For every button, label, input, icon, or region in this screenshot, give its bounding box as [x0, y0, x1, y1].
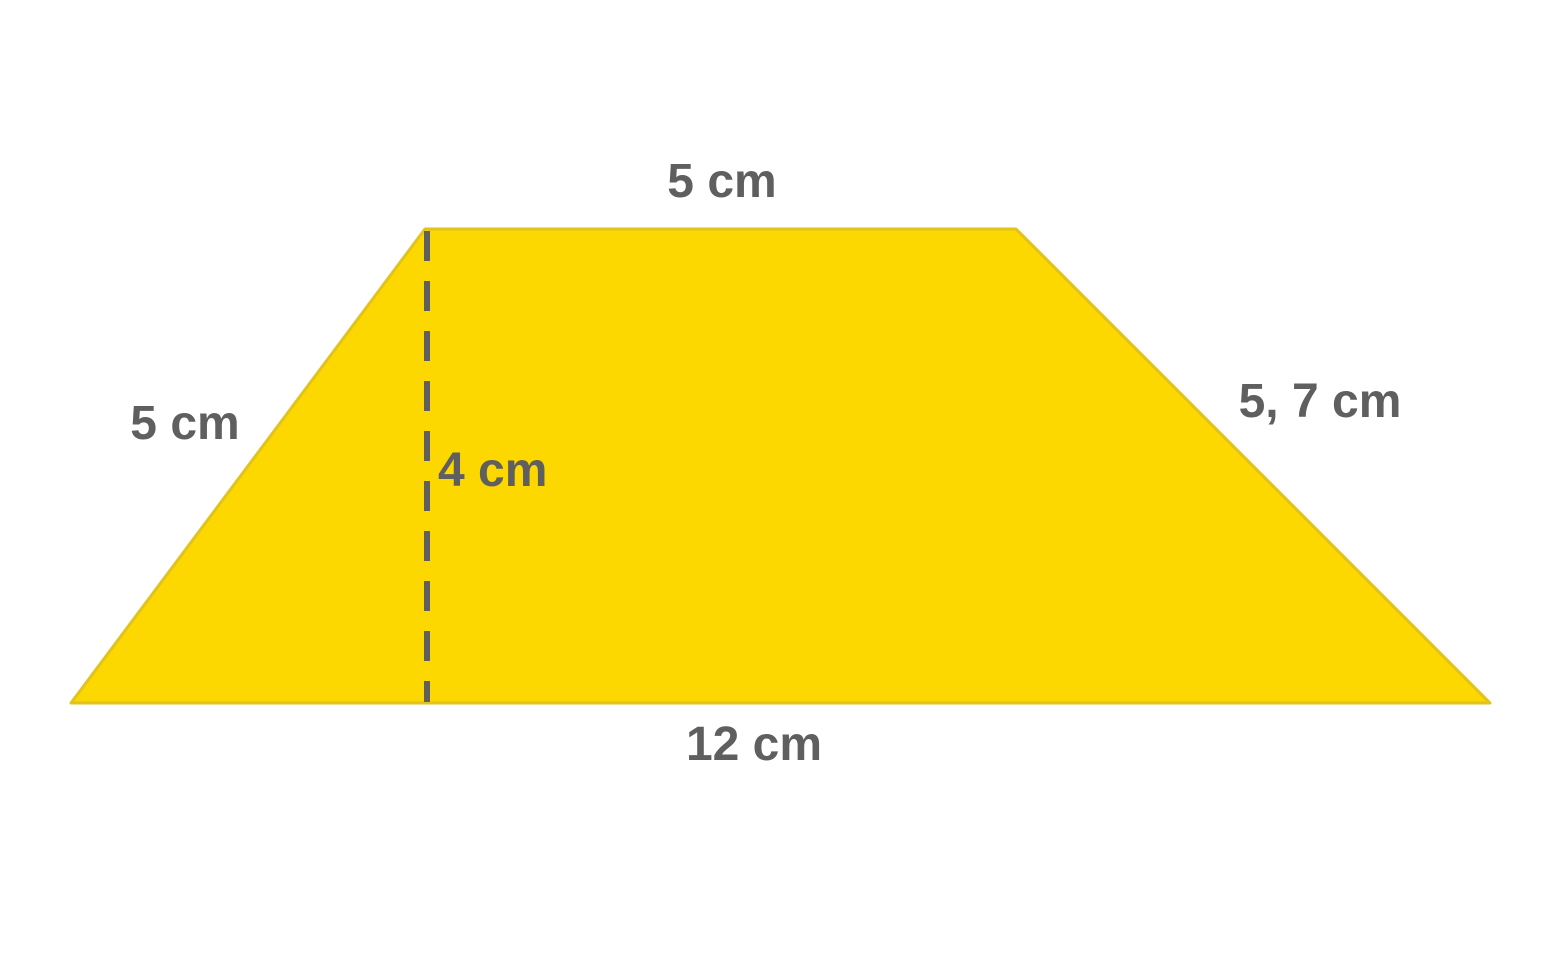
left-side-label: 5 cm	[130, 397, 239, 450]
bottom-side-label: 12 cm	[686, 718, 822, 771]
height-label: 4 cm	[438, 444, 547, 497]
top-side-label: 5 cm	[667, 155, 776, 208]
trapezoid-shape	[69, 227, 1492, 705]
right-side-label: 5, 7 cm	[1239, 375, 1402, 428]
